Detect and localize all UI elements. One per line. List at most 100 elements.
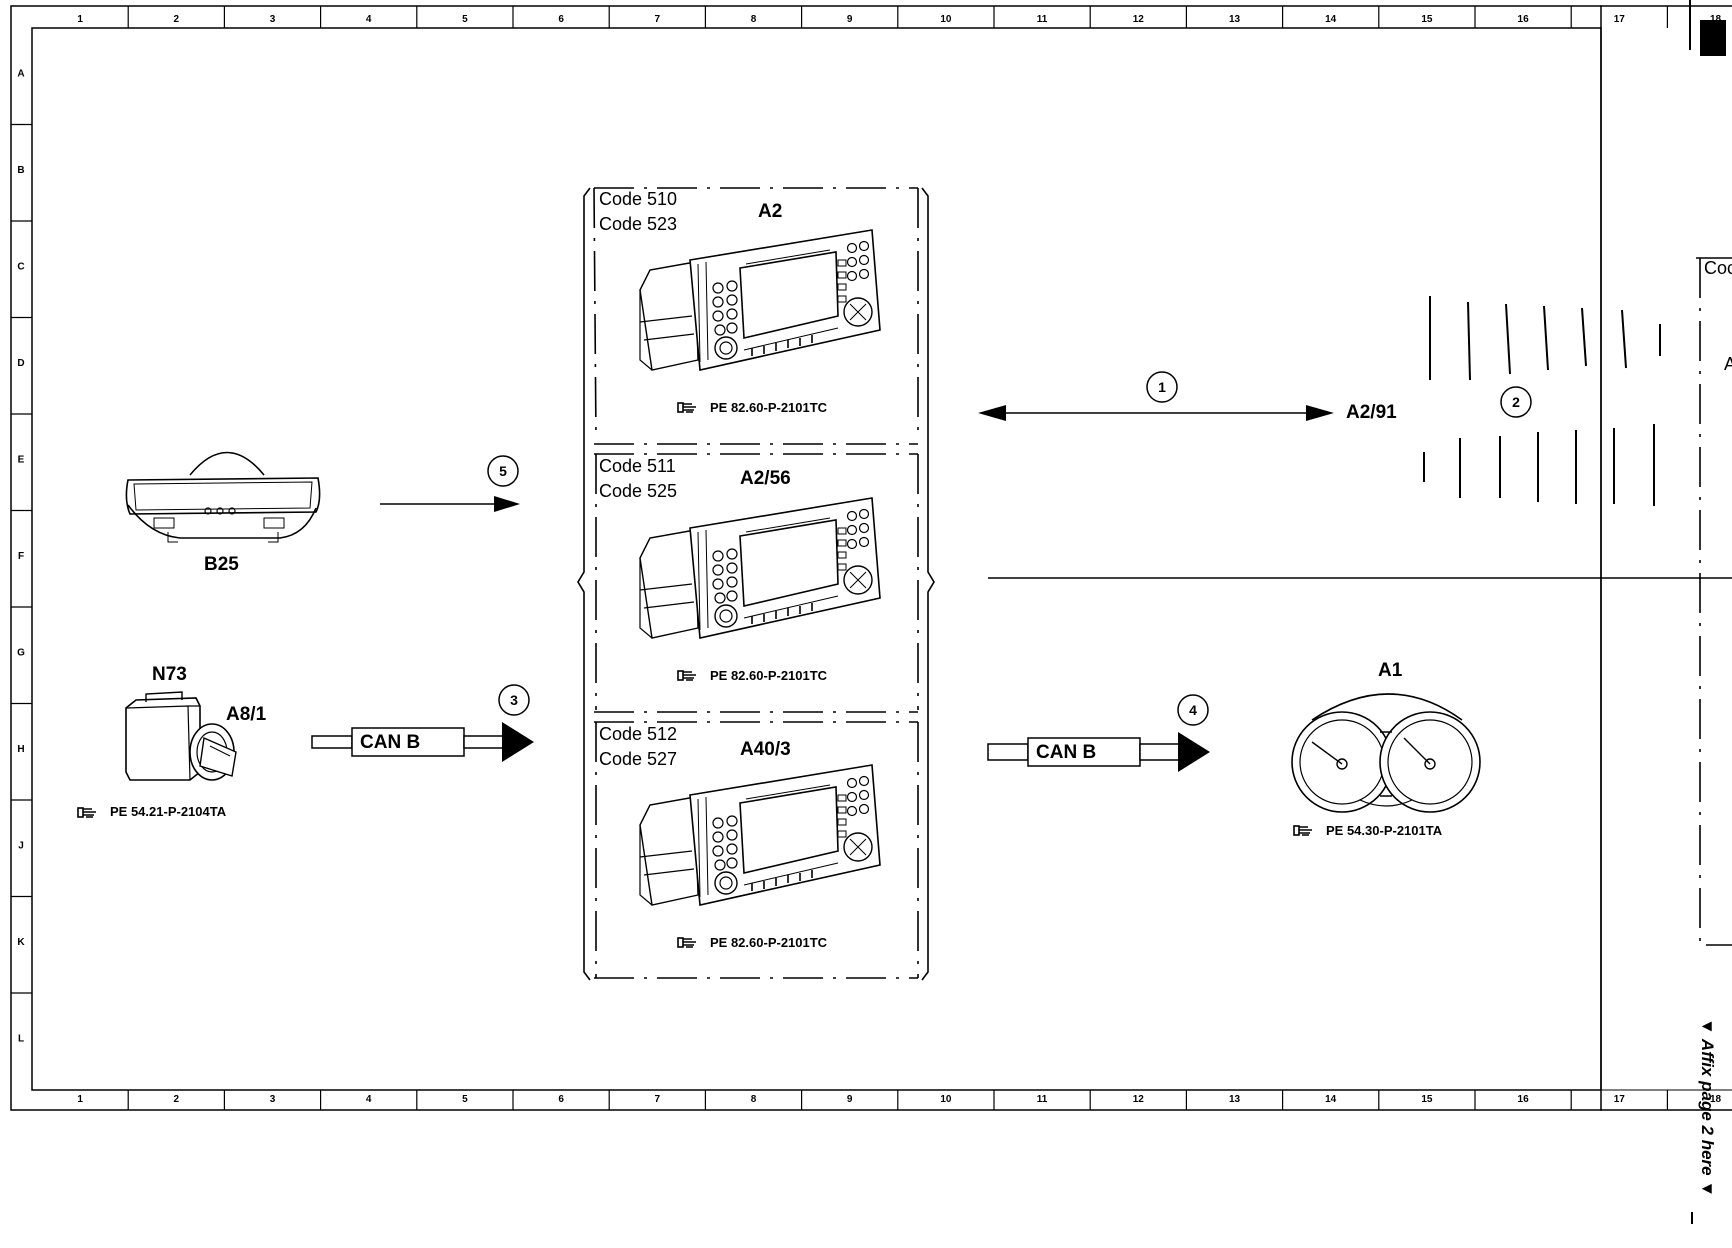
arrow-icon	[1306, 405, 1334, 421]
head-unit-group	[577, 187, 935, 981]
grid-row-label: E	[18, 454, 25, 465]
inner-frame	[31, 27, 1602, 1091]
code-523-label: Code 523	[599, 214, 677, 234]
grid-row-label: H	[17, 744, 24, 755]
grid-column-label-bottom: 3	[270, 1094, 276, 1105]
a1-label: A1	[1378, 660, 1403, 681]
grid-column-label-top: 1	[77, 14, 83, 25]
grid-column-label-bottom: 4	[366, 1094, 372, 1105]
grid-column-label-top: 16	[1518, 14, 1530, 25]
a2-56-ref[interactable]: PE 82.60-P-2101TC	[710, 668, 828, 683]
arrow-icon	[502, 722, 534, 762]
a2-56-head-unit	[639, 497, 881, 639]
grid-column-label-bottom: 8	[751, 1094, 757, 1105]
code-511-label: Code 511	[599, 456, 676, 476]
grid-row-label: F	[18, 551, 24, 562]
affix-page-note: ▼ Affix page 2 here ▼	[1698, 1018, 1717, 1197]
arrow-icon	[1178, 732, 1210, 772]
a1-ref[interactable]: PE 54.30-P-2101TA	[1326, 823, 1443, 838]
a8-1-label: A8/1	[226, 704, 267, 725]
can-b-label-left: CAN B	[360, 732, 420, 753]
a2-91-label: A2/91	[1346, 402, 1397, 423]
n73-label: N73	[152, 664, 187, 685]
connection-2-number: 2	[1512, 394, 1520, 410]
a40-3-head-unit	[639, 764, 881, 906]
a40-3-ref[interactable]: PE 82.60-P-2101TC	[710, 935, 828, 950]
grid-column-label-bottom: 12	[1133, 1094, 1145, 1105]
connection-4-number: 4	[1189, 702, 1197, 718]
reference-hand-icon	[77, 807, 97, 818]
arrow-icon	[494, 496, 520, 512]
grid-column-label-top: 15	[1421, 14, 1433, 25]
a1-instrument-cluster	[1291, 693, 1481, 813]
grid-column-label-top: 10	[940, 14, 952, 25]
svg-text:A: A	[1724, 354, 1732, 374]
grid-column-label-top: 13	[1229, 14, 1241, 25]
grid-column-label-top: 18	[1710, 14, 1722, 25]
grid-column-label-top: 4	[366, 14, 372, 25]
grid-column-label-top: 11	[1037, 14, 1048, 25]
grid-column-label-top: 7	[655, 14, 661, 25]
b25-component	[125, 451, 321, 543]
grid-row-label: K	[17, 937, 25, 948]
page-marker	[1700, 20, 1726, 56]
connection-1-number: 1	[1158, 379, 1166, 395]
a2-head-unit	[639, 229, 881, 371]
grid-column-label-top: 9	[847, 14, 853, 25]
can-b-bus-right	[1027, 737, 1141, 767]
partial-code-label: Coc	[1704, 258, 1732, 278]
reference-hand-icon	[1293, 825, 1313, 836]
connection-4-marker	[1177, 694, 1209, 726]
grid-reference-marks: 1122334455667788991010111112121313141415…	[11, 6, 1721, 1110]
a2-label: A2	[758, 201, 782, 222]
can-b-bus-left	[351, 727, 465, 757]
grid-column-label-top: 12	[1133, 14, 1145, 25]
grid-column-label-bottom: 15	[1421, 1094, 1433, 1105]
connection-5-number: 5	[499, 463, 507, 479]
grid-row-label: J	[18, 840, 24, 851]
reference-hand-icon	[677, 402, 697, 413]
code-525-label: Code 525	[599, 481, 677, 501]
b25-label: B25	[204, 554, 239, 575]
code-527-label: Code 527	[599, 749, 677, 769]
a2-56-label: A2/56	[740, 468, 791, 489]
grid-column-label-bottom: 16	[1518, 1094, 1530, 1105]
grid-column-label-top: 6	[558, 14, 564, 25]
arrow-icon	[978, 405, 1006, 421]
grid-column-label-top: 14	[1325, 14, 1337, 25]
grid-column-label-top: 5	[462, 14, 468, 25]
connection-5-marker	[487, 455, 519, 487]
grid-column-label-bottom: 2	[174, 1094, 180, 1105]
grid-column-label-bottom: 9	[847, 1094, 853, 1105]
grid-row-label: B	[17, 165, 24, 176]
grid-column-label-bottom: 7	[655, 1094, 661, 1105]
grid-column-label-top: 2	[174, 14, 180, 25]
connection-2-bundle	[1423, 296, 1661, 506]
grid-column-label-top: 8	[751, 14, 757, 25]
grid-row-label: C	[17, 261, 24, 272]
grid-row-label: A	[17, 68, 24, 79]
grid-column-label-bottom: 10	[940, 1094, 952, 1105]
grid-column-label-bottom: 17	[1614, 1094, 1626, 1105]
grid-column-label-bottom: 6	[558, 1094, 564, 1105]
connection-1-marker	[1146, 371, 1178, 403]
grid-column-label-top: 3	[270, 14, 276, 25]
grid-row-label: L	[18, 1033, 24, 1044]
grid-column-label-bottom: 18	[1710, 1094, 1722, 1105]
connection-2-marker	[1500, 386, 1532, 418]
grid-column-label-bottom: 11	[1037, 1094, 1048, 1105]
reference-hand-icon	[677, 937, 697, 948]
n73-ref[interactable]: PE 54.21-P-2104TA	[110, 804, 227, 819]
connection-3-number: 3	[510, 692, 518, 708]
grid-column-label-bottom: 1	[77, 1094, 83, 1105]
a2-ref[interactable]: PE 82.60-P-2101TC	[710, 400, 828, 415]
grid-column-label-top: 17	[1614, 14, 1626, 25]
grid-row-label: D	[17, 358, 24, 369]
grid-row-label: G	[17, 647, 25, 658]
code-512-label: Code 512	[599, 724, 677, 744]
grid-column-label-bottom: 13	[1229, 1094, 1241, 1105]
connection-3-marker	[498, 684, 530, 716]
code-510-label: Code 510	[599, 189, 677, 209]
a40-3-label: A40/3	[740, 739, 791, 760]
